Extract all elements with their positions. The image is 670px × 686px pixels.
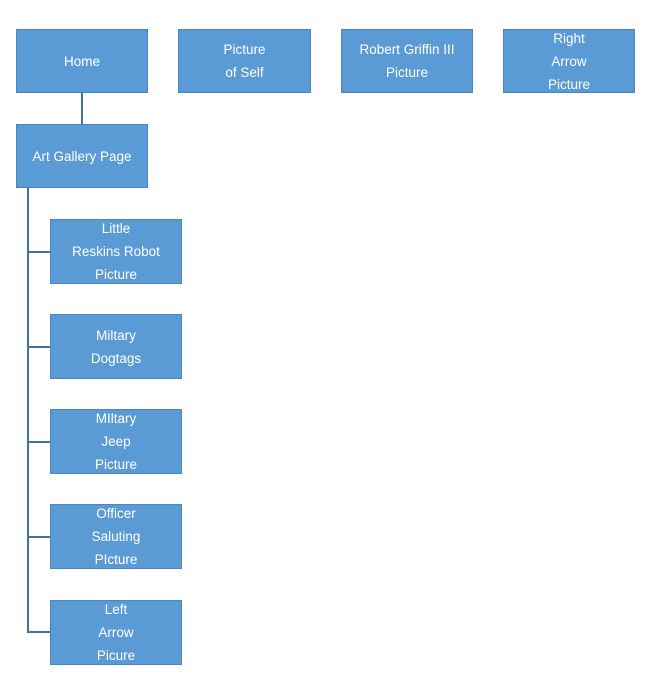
node-left-arrow-picture: Left Arrow Picure	[50, 600, 182, 665]
node-home-label: Home	[63, 53, 100, 69]
connector-gallery-trunk	[27, 188, 29, 633]
node-little-reskins-robot-picture-label: Little Reskins Robot Picture	[72, 221, 160, 282]
node-officer-saluting-picture: Officer Saluting PIcture	[50, 504, 182, 569]
node-right-arrow-picture-label: Right Arrow Picture	[547, 30, 591, 92]
node-art-gallery-page: Art Gallery Page	[16, 124, 148, 188]
node-home: Home	[16, 29, 148, 93]
node-little-reskins-robot-picture: Little Reskins Robot Picture	[50, 219, 182, 284]
node-picture-of-self-label: Picture of Self	[223, 42, 266, 80]
node-military-jeep-picture: MIltary Jeep Picture	[50, 409, 182, 474]
node-officer-saluting-picture-label: Officer Saluting PIcture	[91, 506, 141, 567]
node-robert-griffin-picture: Robert Griffin III Picture	[341, 29, 473, 93]
connector-gallery-to-dogtags	[27, 346, 50, 348]
node-robert-griffin-picture-label: Robert Griffin III Picture	[359, 42, 455, 80]
node-military-dogtags-label: Miltary Dogtags	[90, 327, 142, 366]
node-picture-of-self: Picture of Self	[178, 29, 311, 93]
node-military-dogtags: Miltary Dogtags	[50, 314, 182, 379]
node-left-arrow-picture-label: Left Arrow Picure	[96, 602, 136, 663]
connector-gallery-to-robot	[27, 251, 50, 253]
node-art-gallery-page-label: Art Gallery Page	[32, 148, 132, 164]
connector-gallery-to-jeep	[27, 441, 50, 443]
connector-home-to-gallery	[81, 93, 83, 124]
node-right-arrow-picture: Right Arrow Picture	[503, 29, 635, 93]
connector-gallery-to-officer	[27, 536, 50, 538]
node-military-jeep-picture-label: MIltary Jeep Picture	[94, 411, 138, 472]
connector-gallery-to-left-arrow	[27, 631, 50, 633]
